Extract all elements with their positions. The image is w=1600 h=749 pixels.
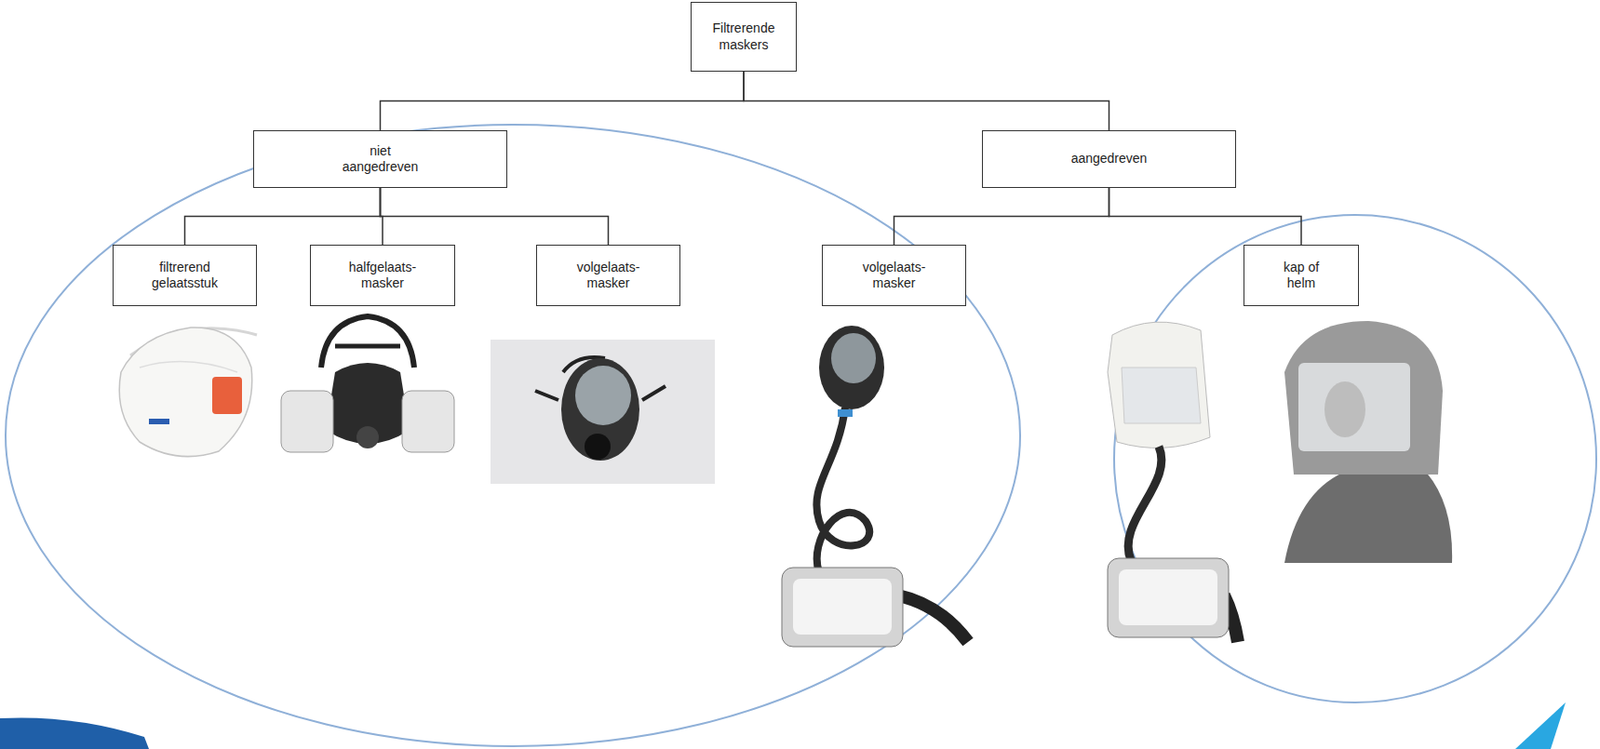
- box-label: niet aangedreven: [338, 143, 423, 176]
- visor: [831, 333, 876, 384]
- hood: [1107, 322, 1211, 448]
- blower-cover: [1118, 569, 1218, 626]
- head-strap: [321, 316, 415, 368]
- filter-port: [584, 433, 611, 460]
- tree-connector: [1109, 188, 1303, 245]
- visor: [1121, 367, 1201, 424]
- full-mask-photo: [490, 339, 715, 485]
- mask-cup: [119, 327, 253, 458]
- powered-mask-photo: [781, 325, 969, 647]
- mask-fold: [139, 362, 238, 373]
- dust-mask-photo: [119, 327, 257, 458]
- tree-box: aangedreven: [981, 130, 1237, 189]
- exhale-valve: [212, 376, 243, 415]
- box-label: volgelaats- masker: [847, 259, 942, 293]
- tree-box: filtrerend gelaatsstuk: [112, 244, 257, 307]
- mask-body: [819, 325, 885, 410]
- tree-box: halfgelaats- masker: [309, 244, 456, 307]
- box-label: kap of helm: [1273, 259, 1330, 293]
- hose-coupling: [837, 409, 853, 417]
- box-label: filtrerend gelaatsstuk: [129, 259, 242, 293]
- box-label: aangedreven: [1071, 150, 1148, 168]
- group-ellipse: [5, 124, 1021, 747]
- helmet-shell: [1284, 321, 1443, 475]
- blower-cover: [793, 578, 892, 635]
- tree-box: niet aangedreven: [253, 130, 508, 189]
- shoulder-cape: [1284, 470, 1453, 564]
- blower-unit: [1107, 558, 1229, 638]
- box-label: Filtrerende maskers: [697, 20, 791, 54]
- brand-mark: [148, 418, 170, 425]
- exhale-valve: [356, 426, 379, 449]
- tree-connector: [894, 188, 1110, 245]
- mask-body: [561, 358, 640, 461]
- filter-cartridge: [281, 390, 334, 453]
- air-hose: [1128, 446, 1162, 561]
- blower-unit: [781, 567, 903, 647]
- tree-box: Filtrerende maskers: [690, 1, 797, 72]
- box-label: volgelaats- masker: [562, 259, 656, 293]
- visor: [575, 365, 632, 426]
- helmet-photo: [1284, 321, 1453, 564]
- tree-connector: [185, 188, 381, 245]
- slide-swoosh: [0, 717, 149, 749]
- air-hose: [816, 407, 870, 573]
- half-mask-photo: [281, 316, 455, 453]
- filter-cartridge: [402, 390, 455, 453]
- tree-connector: [743, 71, 1110, 131]
- tree-box: volgelaats- masker: [821, 244, 967, 307]
- face: [1324, 381, 1366, 438]
- face-shield: [1298, 363, 1411, 452]
- head-strap: [335, 344, 401, 350]
- photo-ground: [490, 339, 715, 485]
- slide-accent: [1515, 702, 1566, 749]
- tree-box: volgelaats- masker: [536, 244, 681, 307]
- tree-connector: [380, 71, 745, 131]
- powered-hood-photo: [1107, 322, 1238, 643]
- box-label: halfgelaats- masker: [336, 259, 430, 293]
- tree-box: kap of helm: [1243, 244, 1359, 307]
- belt: [898, 595, 969, 643]
- tree-connector: [380, 188, 609, 245]
